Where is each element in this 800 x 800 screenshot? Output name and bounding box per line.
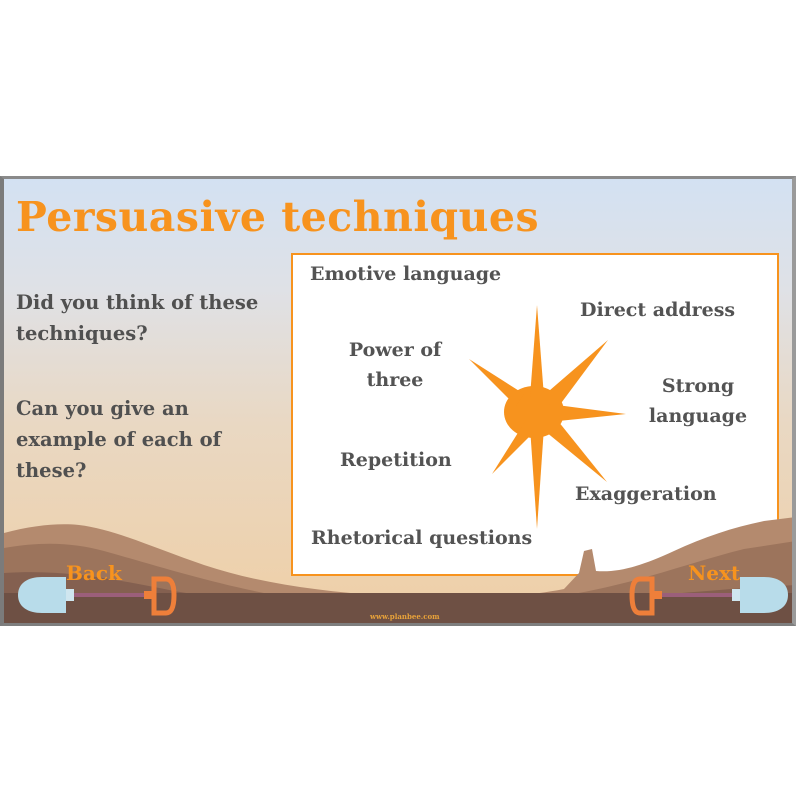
star-burst-icon: [469, 305, 626, 529]
desert-mountains-illustration: [4, 517, 792, 623]
technique-direct-address: Direct address: [580, 299, 736, 321]
next-label: Next: [688, 561, 741, 585]
prompt-question-1: Did you think of these techniques?: [16, 291, 259, 345]
slide: Persuasive techniques Did you think of t…: [0, 176, 796, 626]
technique-emotive-language: Emotive language: [310, 263, 502, 285]
shovel-back-icon: [18, 576, 177, 616]
next-button[interactable]: Next: [626, 561, 792, 623]
technique-strong-language: Strong language: [648, 375, 748, 427]
back-label: Back: [66, 561, 122, 585]
technique-repetition: Repetition: [340, 449, 452, 471]
shovel-next-icon: [629, 576, 788, 616]
techniques-panel: Emotive language Direct address Power of…: [291, 253, 779, 576]
technique-power-of-three: Power of three: [348, 339, 442, 391]
technique-exaggeration: Exaggeration: [575, 483, 717, 505]
slide-title: Persuasive techniques: [16, 193, 540, 241]
back-button[interactable]: Back: [10, 561, 180, 623]
technique-rhetorical-questions: Rhetorical questions: [311, 527, 533, 549]
prompt-question-2: Can you give an example of each of these…: [16, 397, 221, 482]
footer-url[interactable]: www.planbee.com: [370, 612, 440, 621]
